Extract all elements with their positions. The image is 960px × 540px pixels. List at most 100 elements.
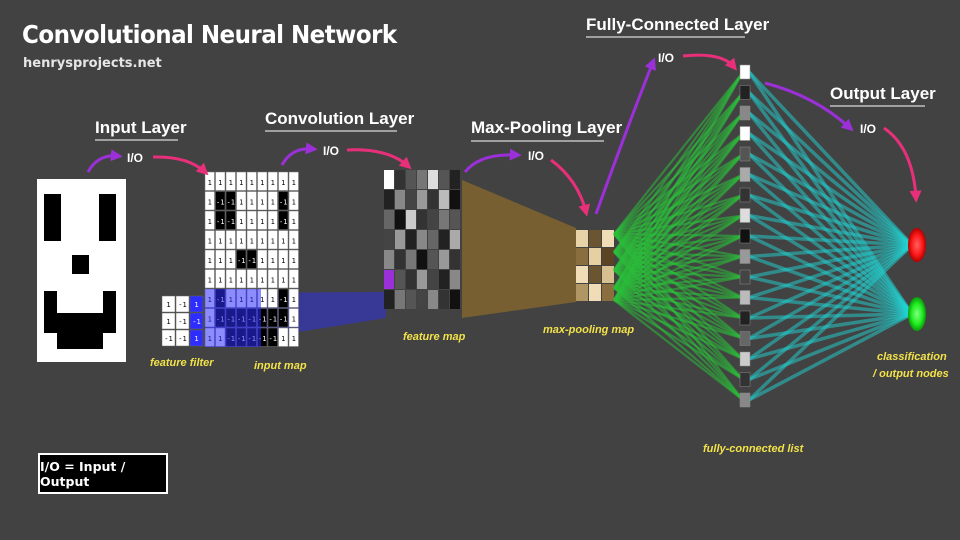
io-arrow-out-3 [550,158,591,217]
fc-node [739,187,751,203]
fc-connection-line [613,233,744,319]
fc-node [739,290,751,305]
input-map-cell [288,191,299,211]
feature-map-cell [384,190,394,209]
input-map-value: 1 [281,257,285,265]
input-map-cell [225,191,236,211]
input-map-cell [257,249,268,269]
fc-connection-line [613,173,744,253]
feature-map-cell [406,230,416,249]
output-connection-line [748,243,913,259]
fc-connection-line [613,234,744,272]
output-connection-line [748,254,913,316]
annotations: feature filter input map feature map max… [150,324,949,455]
input-map-cell [288,288,299,308]
output-connection-line [747,243,914,402]
input-map-cell [267,327,278,347]
input-map-cell [278,249,289,269]
input-map-value: 1 [208,179,212,187]
pool-cell [576,230,588,247]
fc-node [739,351,751,367]
input-map-cell [215,210,226,230]
fc-node [739,392,751,408]
feature-map-cell [384,170,394,189]
input-map-value: 1 [208,257,212,265]
input-map-value: -1 [227,198,235,206]
pool-cell [602,284,614,301]
input-map-value: 1 [218,276,222,284]
feature-map-cell [450,170,460,189]
feature-map-cell [450,250,460,269]
fc-connection-line [613,132,744,235]
filter-highlight [205,289,261,347]
fc-connection-line [613,233,744,360]
feature-map-cell [428,170,438,189]
input-map-value: -1 [279,198,287,206]
filter-value: -1 [192,318,200,326]
fc-node [739,85,751,100]
input-map-cell [225,269,236,289]
input-map-cell [267,210,278,230]
io-arrow-in-5 [764,81,854,132]
fc-connection-line [613,255,744,290]
input-map-value: -1 [269,335,277,343]
input-map-value: 1 [260,237,264,245]
input-map-value: 1 [229,179,233,187]
fc-node [739,208,751,223]
input-map-value: 1 [271,179,275,187]
input-map-value: 1 [208,198,212,206]
output-node-green [908,297,926,331]
feature-map-cell [395,270,405,289]
input-map-cell [257,269,268,289]
output-connection-line [748,243,913,279]
input-map-cell [204,191,215,211]
io-label-1: I/O [127,151,143,165]
input-map-value: 1 [271,198,275,206]
feature-map-cell [417,290,427,309]
classification-label: classification [877,351,947,363]
filter-cell [175,312,190,330]
pool-cell [576,248,588,265]
input-map-value: 1 [292,315,296,323]
feature-map-cell [439,250,449,269]
input-map-value: 1 [229,237,233,245]
feature-map-cell [417,170,427,189]
output-connection-line [748,243,913,320]
feature-map-cell [384,250,394,269]
feature-map-cell [428,190,438,209]
output-connection-line [748,312,913,320]
filter-cell [189,295,204,313]
io-arrow-in-1 [86,149,123,173]
feature-map-cell [395,250,405,269]
fully-connected-list-label: fully-connected list [703,443,805,455]
input-map-value: 1 [239,237,243,245]
pooling-projection [462,180,576,318]
feature-map-cell [406,190,416,209]
input-map-value: 1 [292,296,296,304]
output-connection-line [748,214,913,316]
input-map-value: -1 [258,335,266,343]
fc-connection-line [613,232,744,258]
io-arrow-in-4 [594,57,656,215]
fc-connection-line [613,233,744,381]
output-connection-line [748,312,913,341]
feature-map-cell [395,190,405,209]
fc-node [739,228,751,244]
feature-map-cell [428,270,438,289]
filter-value: 1 [166,301,170,309]
pool-cell [589,230,601,247]
max-pooling-layer-title: Max-Pooling Layer [471,118,623,137]
input-map-cell [204,210,215,230]
input-map-cell [267,288,278,308]
fc-connection-line [613,173,744,235]
input-map-value: 1 [271,257,275,265]
input-map-value: 1 [229,257,233,265]
input-map-value: -1 [279,296,287,304]
fc-node [739,331,751,346]
input-map-value: 1 [281,335,285,343]
input-map-value: 1 [250,179,254,187]
fc-node [739,167,751,182]
input-map-value: 1 [260,276,264,284]
fc-connection-line [613,234,744,290]
